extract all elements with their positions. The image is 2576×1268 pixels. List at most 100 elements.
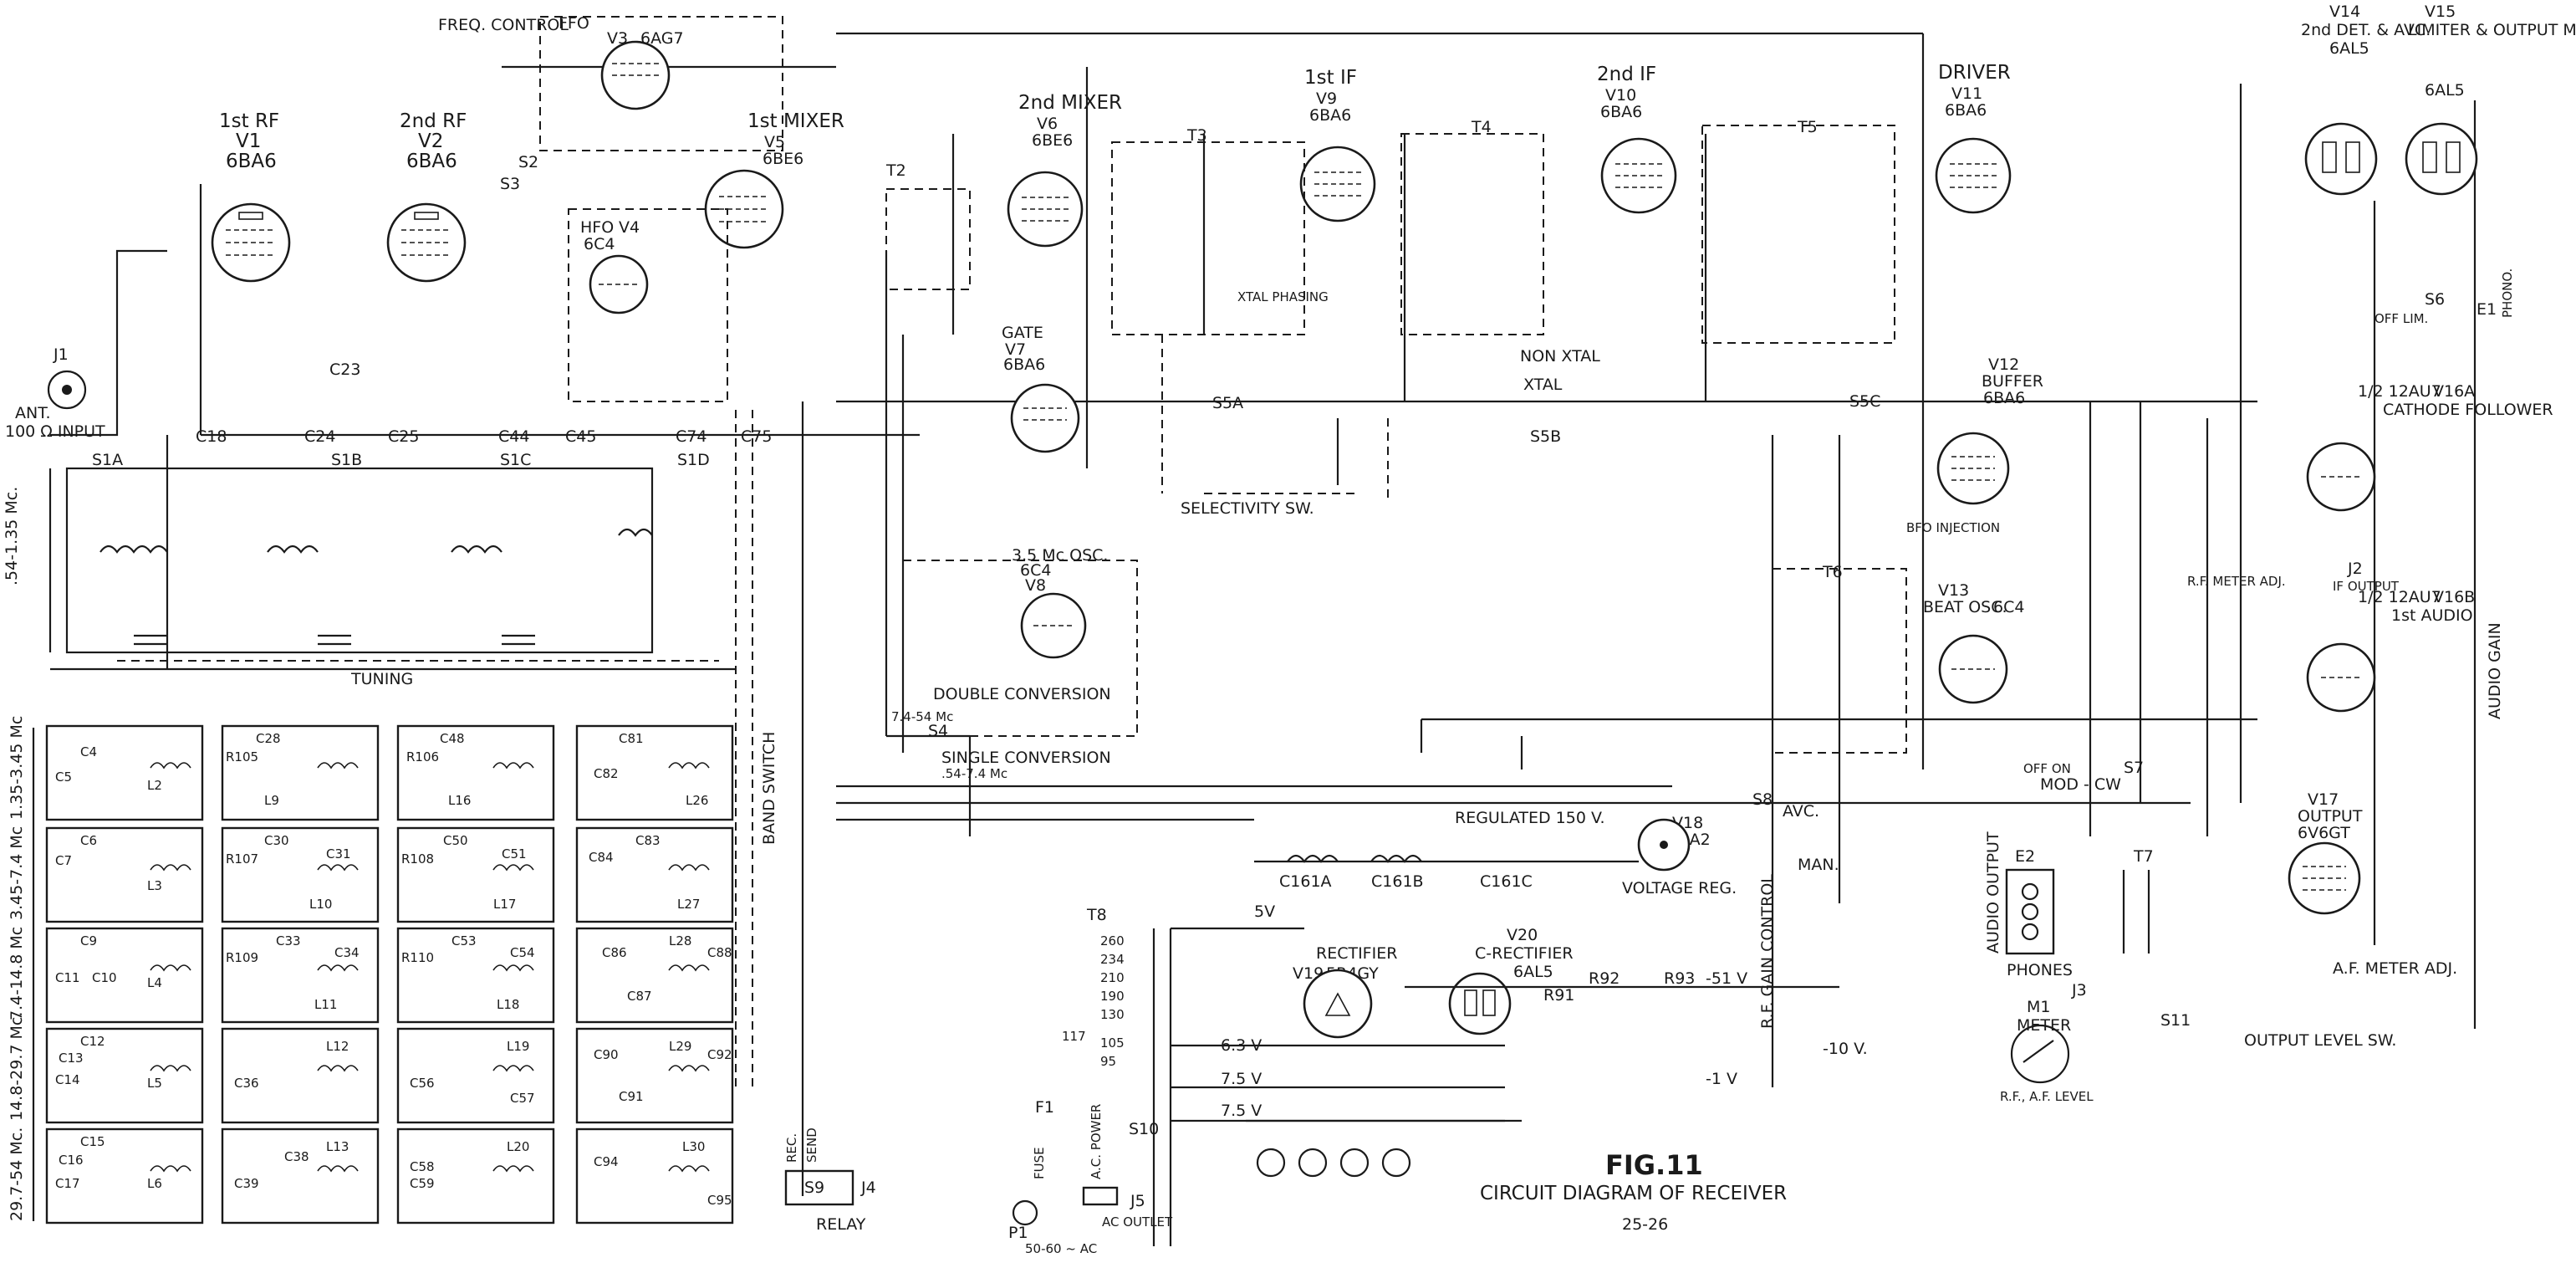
send-label: SEND <box>804 1127 819 1163</box>
t3-label: T3 <box>1186 126 1207 145</box>
single-range-label: .54-7.4 Mc <box>941 766 1007 781</box>
s5c-label: S5C <box>1849 392 1880 411</box>
band-label-0: .54-1.35 Mc. <box>3 487 21 585</box>
tube-name-v13: BEAT OSC. <box>1923 598 2007 616</box>
part-l20: L20 <box>507 1139 529 1154</box>
r91-label: R92 <box>1589 969 1620 988</box>
tube-name-v16a: CATHODE FOLLOWER <box>2383 401 2553 419</box>
j4-label: J4 <box>860 1179 876 1197</box>
if-output-label: IF OUTPUT <box>2333 579 2400 594</box>
mains-label: 50-60 ~ AC <box>1025 1241 1097 1256</box>
part-c6: C6 <box>80 833 97 848</box>
tube-name-v17: OUTPUT <box>2298 807 2363 826</box>
af-meter-adj-label: A.F. METER ADJ. <box>2333 959 2457 978</box>
rec-label: REC. <box>784 1133 799 1163</box>
band-label-4: 14.8-29.7 Mc. <box>8 1012 26 1121</box>
stage-label-v6: 2nd MIXER <box>1018 92 1122 114</box>
j2-label: J2 <box>2347 560 2363 578</box>
vneg1-label: -1 V <box>1706 1070 1737 1088</box>
antenna-input-label: 100 Ω INPUT <box>5 422 105 441</box>
part-l17: L17 <box>493 897 516 912</box>
band-coil-table: 1.35-3.45 Mc 3.45-7.4 Mc 7.4-14.8 Mc 14.… <box>8 716 778 1225</box>
tube-v8: 3.5 Mc OSC. V8 6C4 <box>1012 546 1108 659</box>
t2-label: T2 <box>885 161 906 180</box>
mod-cw-label: MOD - CW <box>2040 775 2121 794</box>
stage-label-v5: 1st MIXER <box>747 110 844 132</box>
tap-95: 95 <box>1100 1054 1116 1069</box>
tube-v3: FFO V3 6AG7 <box>559 14 684 110</box>
first-band-tuning: TUNING .54-1.35 Mc. <box>3 467 719 688</box>
f1-label: F1 <box>1035 1098 1054 1117</box>
part-c58: C58 <box>410 1159 435 1174</box>
tube-type-v7: 6BA6 <box>1003 355 1045 374</box>
part-c87: C87 <box>627 989 652 1004</box>
on-off-label: OFF ON <box>2023 761 2071 776</box>
s2-label: S2 <box>518 153 538 171</box>
v63-label: 6.3 V <box>1221 1036 1262 1055</box>
tube-type-v13: 6C4 <box>1993 598 2024 616</box>
tube-v4: HFO V4 6C4 <box>580 218 649 314</box>
xtal-phasing-label: XTAL PHASING <box>1237 289 1329 304</box>
tube-type-v9: 6BA6 <box>1309 106 1351 125</box>
band-label-2: 3.45-7.4 Mc <box>8 826 26 920</box>
part-c48: C48 <box>440 731 465 746</box>
tube-v12: V12 BUFFER 6BA6 <box>1936 355 2043 505</box>
part-c15: C15 <box>80 1134 105 1149</box>
band-switch-label: BAND SWITCH <box>760 732 778 845</box>
e1-label: E1 <box>2477 300 2497 319</box>
power-supply: T8 260 234 210 190 130 117 105 95 5V 6.3… <box>1008 809 1868 1256</box>
part-r108: R108 <box>401 851 434 867</box>
c24-label: C24 <box>304 427 335 446</box>
relay-section: S9 RELAY J4 REC. SEND <box>784 1127 876 1234</box>
part-c4: C4 <box>80 744 97 759</box>
non-xtal-label: NON XTAL <box>1520 347 1600 366</box>
part-l11: L11 <box>314 997 337 1012</box>
double-conversion-label: DOUBLE CONVERSION <box>933 685 1111 703</box>
stage-label-v1: 1st RF <box>219 110 279 132</box>
rf-gain-label: R.F. GAIN CONTROL <box>1758 874 1777 1029</box>
part-c50: C50 <box>443 833 468 848</box>
part-c11: C11 <box>55 970 80 985</box>
tube-v16b: 1/2 12AU7 V16B 1st AUDIO <box>2306 588 2475 713</box>
c25-label: C25 <box>388 427 419 446</box>
part-c91: C91 <box>619 1089 644 1104</box>
tube-name-v19: RECTIFIER <box>1316 944 1397 963</box>
part-c33: C33 <box>276 933 301 948</box>
part-l16: L16 <box>448 793 471 808</box>
t4-label: T4 <box>1471 118 1492 136</box>
s9-label: S9 <box>804 1179 824 1197</box>
figure-number: FIG.11 <box>1605 1149 1703 1181</box>
tube-v19: RECTIFIER V19 5R4GY <box>1293 944 1397 1039</box>
tube-id-v16b: V16B <box>2433 588 2475 606</box>
tube-name-v12: BUFFER <box>1982 372 2043 391</box>
part-c86: C86 <box>602 945 627 960</box>
man-label: MAN. <box>1798 856 1839 874</box>
part-l5: L5 <box>147 1076 162 1091</box>
phono-label: PHONO. <box>2500 268 2515 318</box>
part-c17: C17 <box>55 1176 80 1191</box>
part-c94: C94 <box>594 1154 619 1169</box>
tube-type-v10: 6BA6 <box>1600 103 1642 121</box>
antenna-label: ANT. <box>15 404 51 422</box>
tube-v14: V14 2nd DET. & AVC. 6AL5 <box>2301 3 2431 196</box>
tube-id-v7: V7 <box>1005 340 1026 359</box>
freq-control-label: FREQ. CONTROL <box>438 16 569 34</box>
s5a-label: S5A <box>1212 394 1243 412</box>
part-l27: L27 <box>677 897 700 912</box>
j1-label: J1 <box>53 345 69 364</box>
part-c53: C53 <box>451 933 477 948</box>
tube-v2: 2nd RF V2 6BA6 <box>386 110 467 283</box>
selectivity-sw-label: SELECTIVITY SW. <box>1181 499 1314 518</box>
c161c-label: C161C <box>1480 872 1533 891</box>
stage-label-v9: 1st IF <box>1304 67 1357 89</box>
meter-label: METER <box>2017 1016 2071 1035</box>
part-c30: C30 <box>264 833 289 848</box>
tube-id-v3: V3 <box>607 29 628 48</box>
s10-label: S10 <box>1129 1120 1159 1138</box>
tube-id-v13: V13 <box>1938 581 1969 600</box>
part-l28: L28 <box>669 933 691 948</box>
single-conversion-label: SINGLE CONVERSION <box>941 749 1111 767</box>
part-c5: C5 <box>55 769 72 785</box>
tube-id-v14: V14 <box>2329 3 2360 21</box>
